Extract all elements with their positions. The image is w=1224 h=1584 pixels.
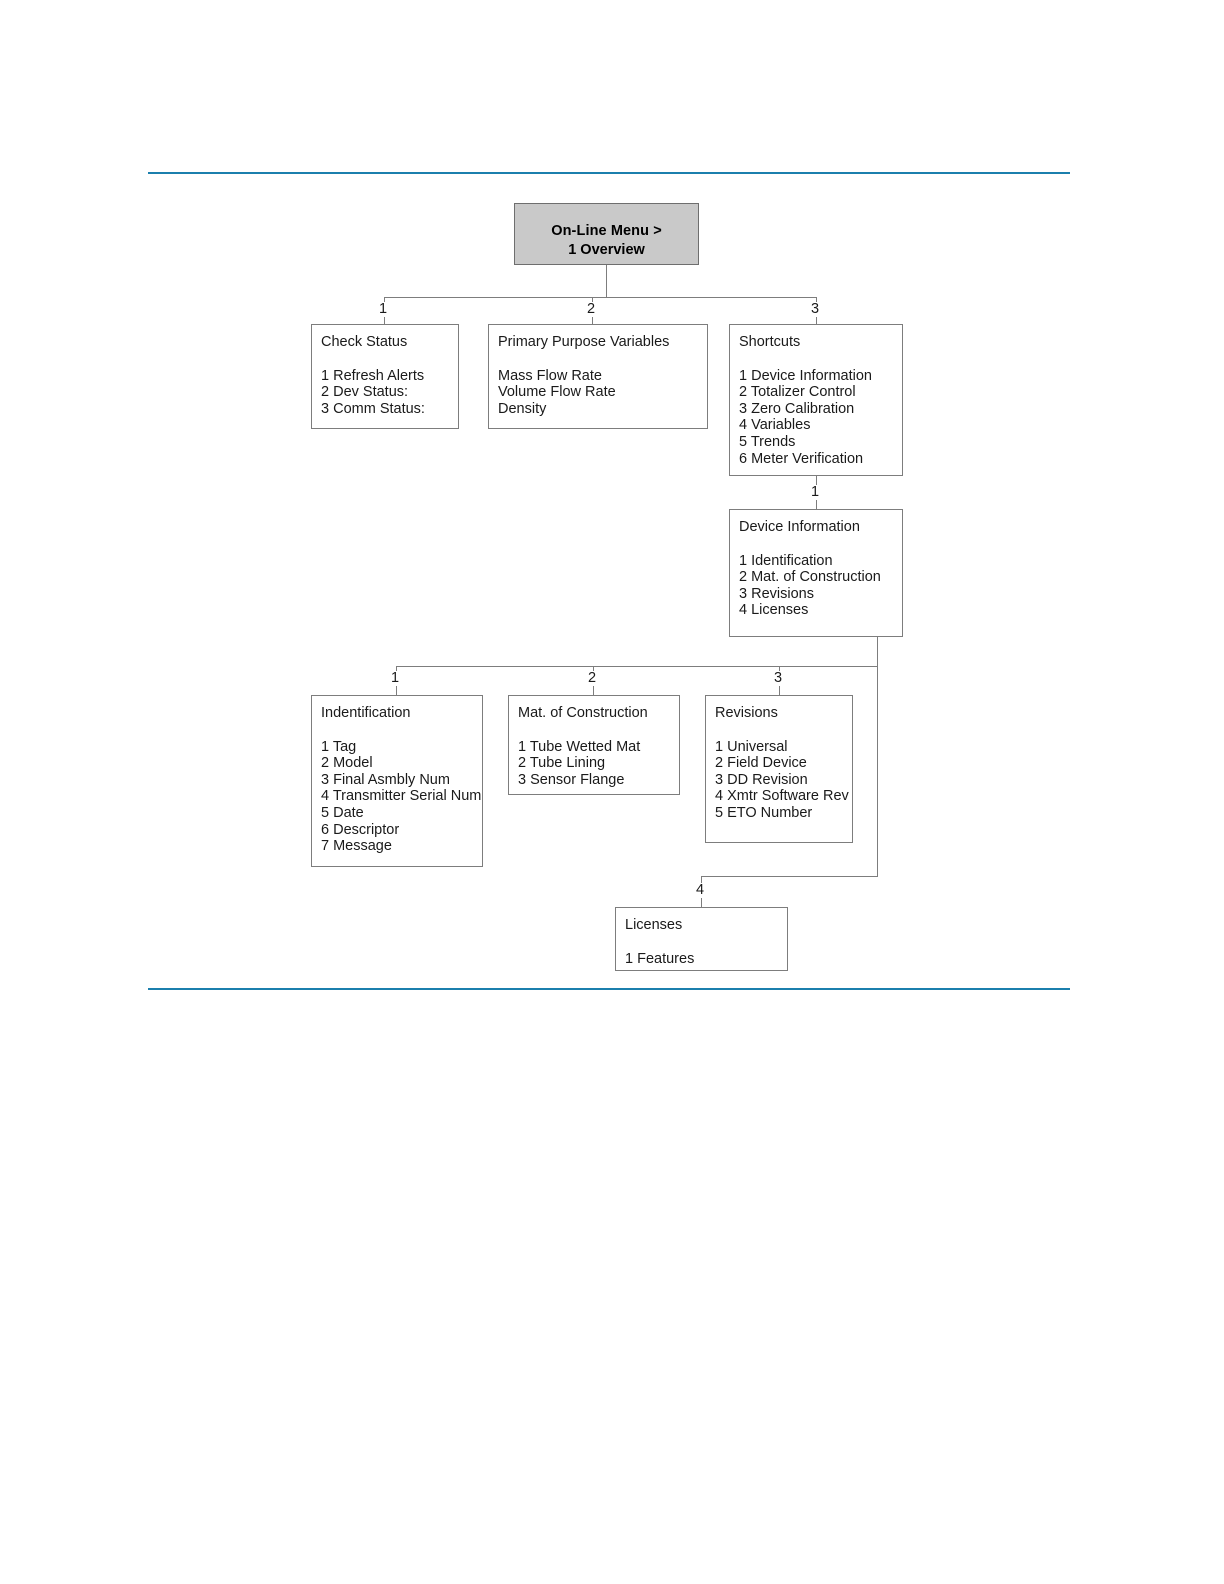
edge-licenses-bus — [701, 876, 878, 877]
node-primary-purpose-variables-title: Primary Purpose Variables — [498, 334, 670, 350]
list-item[interactable]: 1 Tag — [321, 738, 357, 755]
node-mat-of-construction-items: 1 Tube Wetted Mat 2 Tube Lining 3 Sensor… — [518, 739, 679, 789]
node-revisions-title: Revisions — [715, 705, 778, 721]
list-item[interactable]: 5 ETO Number — [715, 804, 813, 821]
edge-label-root-to-shortcuts: 3 — [809, 301, 822, 317]
header-divider-rule — [148, 172, 1070, 174]
list-item[interactable]: 4 Xmtr Software Rev — [715, 788, 849, 805]
edge-label-shortcuts-to-device-information: 1 — [809, 484, 822, 500]
edge-label-root-to-check-status: 1 — [377, 301, 390, 317]
list-item[interactable]: 4 Variables — [739, 417, 811, 434]
list-item[interactable]: 3 Zero Calibration — [739, 400, 855, 417]
list-item[interactable]: 1 Refresh Alerts — [321, 367, 425, 384]
list-item[interactable]: 2 Totalizer Control — [739, 384, 856, 401]
list-item[interactable]: 6 Descriptor — [321, 821, 400, 838]
list-item[interactable]: 7 Message — [321, 838, 392, 855]
list-item[interactable]: 3 Comm Status: — [321, 400, 425, 417]
node-licenses-title: Licenses — [625, 917, 683, 933]
list-item[interactable]: 2 Dev Status: — [321, 384, 409, 401]
root-title-line2: 1 Overview — [568, 241, 645, 258]
node-check-status[interactable]: Check Status 1 Refresh Alerts 2 Dev Stat… — [311, 324, 459, 429]
node-revisions-items: 1 Universal 2 Field Device 3 DD Revision… — [715, 739, 852, 822]
list-item[interactable]: Mass Flow Rate — [498, 367, 602, 384]
list-item[interactable]: 6 Meter Verification — [739, 450, 864, 467]
list-item[interactable]: 2 Tube Lining — [518, 755, 606, 772]
node-on-line-menu-overview[interactable]: On-Line Menu > 1 Overview — [514, 203, 699, 265]
list-item[interactable]: 4 Licenses — [739, 602, 809, 619]
edge-label-device-to-identification: 1 — [389, 670, 402, 686]
list-item[interactable]: 1 Universal — [715, 738, 788, 755]
node-mat-of-construction[interactable]: Mat. of Construction 1 Tube Wetted Mat 2… — [508, 695, 680, 795]
edge-device-information-stem — [877, 637, 878, 666]
node-check-status-items: 1 Refresh Alerts 2 Dev Status: 3 Comm St… — [321, 368, 458, 418]
node-device-information-title: Device Information — [739, 519, 860, 535]
node-licenses-items: 1 Features — [625, 951, 787, 968]
node-primary-purpose-variables[interactable]: Primary Purpose Variables Mass Flow Rate… — [488, 324, 708, 429]
edge-root-stem — [606, 265, 607, 297]
list-item[interactable]: 3 Revisions — [739, 585, 814, 602]
list-item[interactable]: 1 Tube Wetted Mat — [518, 738, 641, 755]
list-item[interactable]: 1 Identification — [739, 552, 833, 569]
list-item[interactable]: Volume Flow Rate — [498, 384, 616, 401]
edge-level3-bus — [396, 666, 878, 667]
edge-licenses-right-riser — [877, 666, 878, 876]
footer-divider-rule — [148, 988, 1070, 990]
list-item[interactable]: 2 Field Device — [715, 755, 807, 772]
list-item[interactable]: Density — [498, 400, 547, 417]
node-device-information[interactable]: Device Information 1 Identification 2 Ma… — [729, 509, 903, 637]
node-identification-title: Indentification — [321, 705, 411, 721]
node-device-information-items: 1 Identification 2 Mat. of Construction … — [739, 553, 902, 619]
edge-label-device-to-licenses: 4 — [694, 882, 707, 898]
node-primary-purpose-variables-items: Mass Flow Rate Volume Flow Rate Density — [498, 368, 707, 418]
list-item[interactable]: 1 Features — [625, 950, 695, 967]
list-item[interactable]: 2 Mat. of Construction — [739, 569, 881, 586]
node-identification[interactable]: Indentification 1 Tag 2 Model 3 Final As… — [311, 695, 483, 867]
node-check-status-title: Check Status — [321, 334, 408, 350]
node-licenses[interactable]: Licenses 1 Features — [615, 907, 788, 971]
list-item[interactable]: 4 Transmitter Serial Num — [321, 788, 482, 805]
node-shortcuts[interactable]: Shortcuts 1 Device Information 2 Totaliz… — [729, 324, 903, 476]
node-revisions[interactable]: Revisions 1 Universal 2 Field Device 3 D… — [705, 695, 853, 843]
edge-label-device-to-revisions: 3 — [772, 670, 785, 686]
node-shortcuts-title: Shortcuts — [739, 334, 801, 350]
node-shortcuts-items: 1 Device Information 2 Totalizer Control… — [739, 368, 902, 468]
list-item[interactable]: 1 Device Information — [739, 367, 872, 384]
edge-label-device-to-mat-of-construction: 2 — [586, 670, 599, 686]
list-item[interactable]: 2 Model — [321, 755, 373, 772]
edge-level1-bus — [384, 297, 817, 298]
list-item[interactable]: 5 Trends — [739, 433, 796, 450]
root-title-line1: On-Line Menu > — [551, 223, 662, 239]
list-item[interactable]: 5 Date — [321, 804, 364, 821]
node-identification-items: 1 Tag 2 Model 3 Final Asmbly Num 4 Trans… — [321, 739, 482, 855]
node-mat-of-construction-title: Mat. of Construction — [518, 705, 648, 721]
edge-label-root-to-primary-purpose-variables: 2 — [585, 301, 598, 317]
list-item[interactable]: 3 DD Revision — [715, 771, 808, 788]
list-item[interactable]: 3 Sensor Flange — [518, 771, 625, 788]
list-item[interactable]: 3 Final Asmbly Num — [321, 771, 450, 788]
